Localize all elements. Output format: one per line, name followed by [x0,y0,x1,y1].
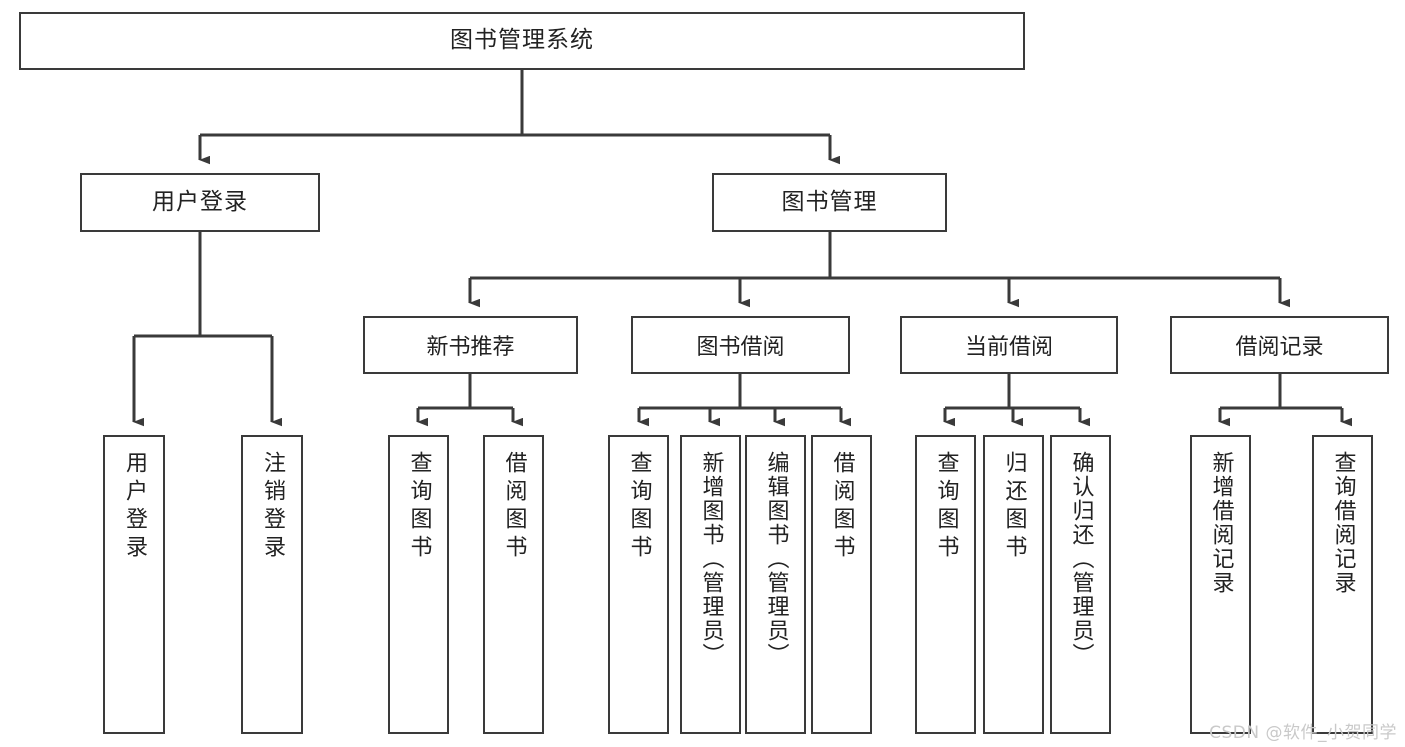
node-root-book-management-system[interactable]: 图书管理系统 [19,12,1025,70]
node-new-book-recommend[interactable]: 新书推荐 [363,316,578,374]
node-book-management[interactable]: 图书管理 [712,173,947,232]
node-label: 确认归还（管理员） [1068,451,1094,667]
node-label: 新书推荐 [426,335,515,360]
node-label: 归还图书 [1001,451,1027,563]
node-label: 查询借阅记录 [1330,451,1356,595]
leaf-borrow-book-recommend[interactable]: 借阅图书 [483,435,544,734]
leaf-user-logout[interactable]: 注销登录 [241,435,303,734]
node-label: 用户登录 [152,188,248,215]
node-label: 新增图书（管理员） [698,451,724,667]
node-label: 用户登录 [122,451,147,563]
node-label: 新增借阅记录 [1208,451,1234,595]
node-label: 查询图书 [626,451,652,563]
node-label: 图书借阅 [696,335,785,360]
leaf-query-book-borrow[interactable]: 查询图书 [608,435,669,734]
node-label: 当前借阅 [964,335,1053,360]
node-label: 借阅记录 [1235,335,1324,360]
leaf-return-book[interactable]: 归还图书 [983,435,1044,734]
node-user-login[interactable]: 用户登录 [80,173,320,232]
leaf-borrow-book[interactable]: 借阅图书 [811,435,872,734]
csdn-watermark: CSDN @软件_小贺同学 [1209,723,1397,743]
node-book-borrow[interactable]: 图书借阅 [631,316,850,374]
node-label: 查询图书 [933,451,959,563]
node-current-borrow[interactable]: 当前借阅 [900,316,1118,374]
node-label: 借阅图书 [829,451,855,563]
leaf-query-borrow-record[interactable]: 查询借阅记录 [1312,435,1373,734]
leaf-query-book-current[interactable]: 查询图书 [915,435,976,734]
node-label: 编辑图书（管理员） [763,451,789,667]
leaf-user-login[interactable]: 用户登录 [103,435,165,734]
node-label: 图书管理系统 [450,27,594,54]
node-label: 注销登录 [260,451,285,563]
leaf-query-book-recommend[interactable]: 查询图书 [388,435,449,734]
node-borrow-record[interactable]: 借阅记录 [1170,316,1389,374]
leaf-add-book-admin[interactable]: 新增图书（管理员） [680,435,741,734]
node-label: 借阅图书 [501,451,527,563]
node-label: 查询图书 [406,451,432,563]
node-label: 图书管理 [781,188,878,215]
leaf-add-borrow-record[interactable]: 新增借阅记录 [1190,435,1251,734]
leaf-edit-book-admin[interactable]: 编辑图书（管理员） [745,435,806,734]
leaf-confirm-return-admin[interactable]: 确认归还（管理员） [1050,435,1111,734]
